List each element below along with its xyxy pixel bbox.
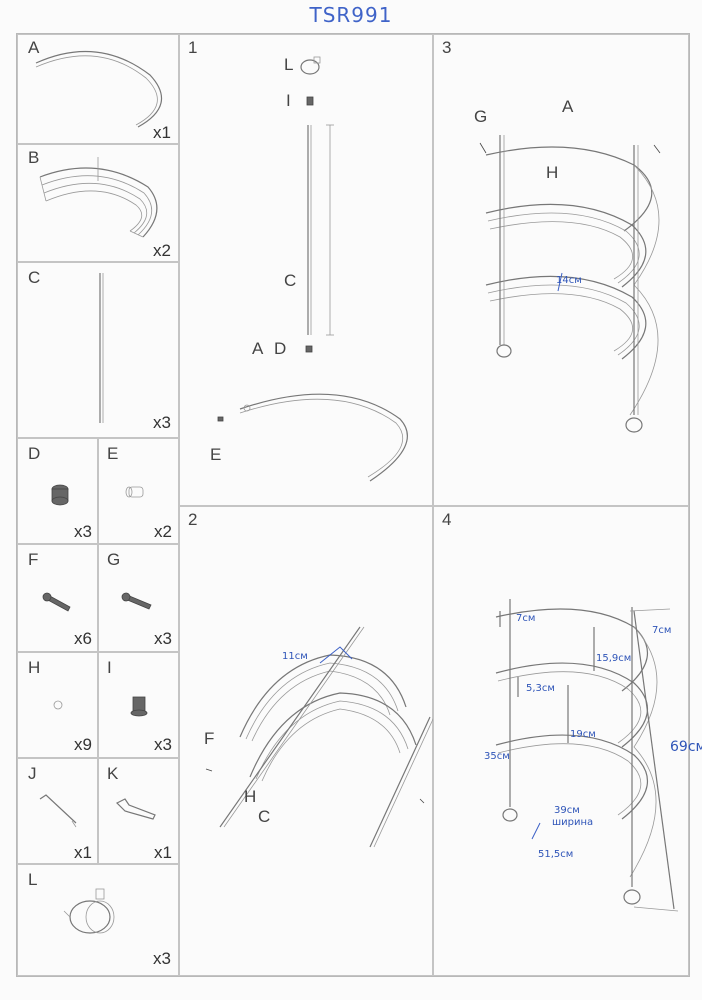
step-1-panel: 1 L I C A D E [179, 34, 433, 506]
part-cell-d: D x3 [17, 438, 98, 544]
step-number: 1 [188, 38, 198, 57]
part-label: L [28, 870, 38, 889]
step-3-drawing [479, 135, 661, 433]
part-h-drawing [53, 700, 63, 710]
step-number: 3 [442, 38, 452, 57]
dimension-annotation: ширина [552, 817, 594, 828]
callout-label: G [474, 107, 488, 126]
part-label: C [28, 268, 41, 287]
dimension-annotation: 7см [516, 613, 536, 624]
part-cell-k: K x1 [98, 758, 179, 864]
part-qty: x1 [154, 843, 172, 862]
part-qty: x6 [74, 629, 92, 648]
dimension-annotation: 69см [670, 739, 702, 755]
part-qty: x2 [153, 241, 171, 260]
part-label: D [28, 444, 41, 463]
part-c-drawing [99, 273, 104, 423]
callout-label: C [258, 807, 271, 826]
instruction-sheet: A x1 B x2 C x3 D [16, 33, 702, 977]
part-cell-i: I x3 [98, 652, 179, 758]
part-label: K [107, 764, 119, 783]
part-g-drawing [121, 592, 152, 610]
callout-label: I [286, 91, 291, 110]
part-qty: x9 [74, 735, 92, 754]
part-label: H [28, 658, 41, 677]
part-qty: x1 [74, 843, 92, 862]
part-cell-a: A x1 [17, 34, 179, 144]
part-label: A [28, 38, 40, 57]
step-number: 2 [188, 510, 198, 529]
step-number: 4 [442, 510, 452, 529]
part-label: B [28, 148, 40, 167]
step-4-panel: 4 7см 7см 15,9см 5,3см 19см 35см [433, 506, 702, 976]
document-title: TSR991 [309, 3, 393, 27]
part-label: F [28, 550, 39, 569]
step-4-drawing [495, 599, 679, 912]
part-cell-g: G x3 [98, 544, 179, 652]
step-2-panel: 2 11см F H C [179, 506, 434, 976]
part-cell-b: B x2 [17, 144, 179, 262]
gap-annotation: 14см [556, 275, 582, 286]
part-b-drawing [39, 157, 158, 238]
dimension-annotation: 5,3см [526, 683, 555, 694]
part-l-drawing [63, 888, 115, 934]
callout-label: E [210, 445, 222, 464]
part-label: E [107, 444, 119, 463]
dimension-annotation: 19см [570, 729, 596, 740]
part-a-drawing [35, 50, 163, 128]
callout-label: C [284, 271, 297, 290]
part-label: J [28, 764, 37, 783]
part-cell-h: H x9 [17, 652, 98, 758]
dimension-annotation: 39см [554, 805, 580, 816]
part-label: I [107, 658, 112, 677]
step-1-drawing [217, 56, 408, 482]
part-cell-f: F x6 [17, 544, 98, 652]
part-qty: x3 [74, 522, 92, 541]
part-cell-e: E x2 [98, 438, 179, 544]
gap-annotation: 11см [282, 651, 308, 662]
part-cell-c: C x3 [17, 262, 179, 438]
dimension-annotation: 15,9см [596, 653, 632, 664]
part-e-drawing [125, 486, 144, 498]
part-qty: x2 [154, 522, 172, 541]
part-i-drawing [130, 696, 148, 717]
part-qty: x3 [154, 629, 172, 648]
dimension-annotation: 35см [484, 751, 510, 762]
dimension-annotation: 7см [652, 625, 672, 636]
part-label: G [107, 550, 121, 569]
part-qty: x1 [153, 123, 171, 142]
callout-label: A [252, 339, 264, 358]
callout-label: L [284, 55, 294, 74]
part-k-drawing [115, 798, 156, 820]
part-cell-j: J x1 [17, 758, 98, 864]
callout-label: D [274, 339, 287, 358]
callout-label: F [204, 729, 215, 748]
part-f-drawing [42, 592, 71, 612]
callout-label: H [546, 163, 559, 182]
part-qty: x3 [154, 735, 172, 754]
step-3-panel: 3 G A H 14см [433, 34, 689, 506]
step-2-drawing [205, 626, 434, 848]
callout-label: H [244, 787, 257, 806]
part-qty: x3 [153, 949, 171, 968]
part-qty: x3 [153, 413, 171, 432]
dimension-annotation: 51,5см [538, 849, 574, 860]
part-cell-l: L x3 [17, 864, 179, 976]
part-j-drawing [39, 794, 77, 828]
callout-label: A [562, 97, 574, 116]
part-d-drawing [51, 484, 69, 506]
